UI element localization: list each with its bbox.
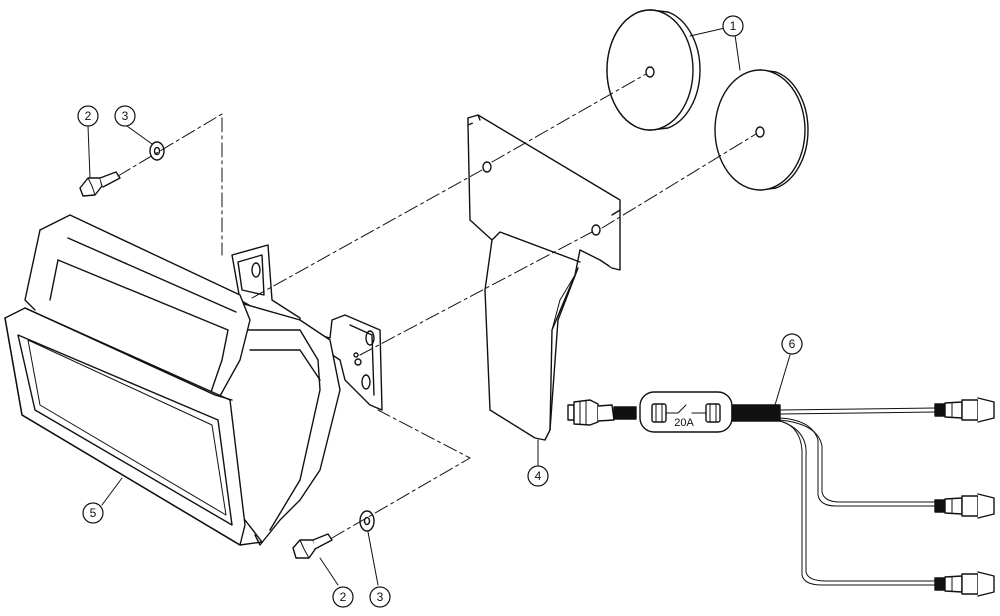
bolt-lower (292, 533, 333, 559)
callout-2b: 2 (332, 586, 354, 608)
callout-3a: 3 (114, 105, 136, 127)
wiring-harness (567, 391, 936, 586)
callout-2-3-leaders (87, 125, 379, 586)
mounting-bracket-plate (467, 114, 621, 441)
callout-5-leader (101, 477, 123, 506)
callout-2b-number: 2 (340, 590, 347, 604)
callout-3a-number: 3 (122, 109, 129, 123)
callout-5-number: 5 (90, 506, 97, 520)
bolt-upper (79, 171, 121, 197)
callout-6: 6 (781, 333, 803, 355)
callout-6-number: 6 (789, 337, 796, 351)
callout-3b: 3 (369, 586, 391, 608)
magnetic-disc-upper (606, 9, 701, 131)
callout-6-leader (774, 354, 791, 406)
callout-4-number: 4 (535, 469, 542, 483)
callout-1a: 1 (722, 15, 744, 37)
callout-1-leaders (689, 27, 741, 71)
assembly-centre-lines (117, 73, 757, 539)
callout-2a-number: 2 (85, 109, 92, 123)
callout-5: 5 (82, 502, 104, 524)
work-light-assembly (4, 214, 383, 546)
fuse-rating-label: 20A (674, 417, 694, 429)
ring-terminal-connectors (934, 397, 995, 597)
callout-2a: 2 (77, 105, 99, 127)
callout-1a-number: 1 (730, 19, 737, 33)
magnetic-disc-lower (714, 69, 809, 191)
washer-upper (149, 141, 165, 161)
callout-3b-number: 3 (377, 590, 384, 604)
callout-4: 4 (527, 465, 549, 487)
